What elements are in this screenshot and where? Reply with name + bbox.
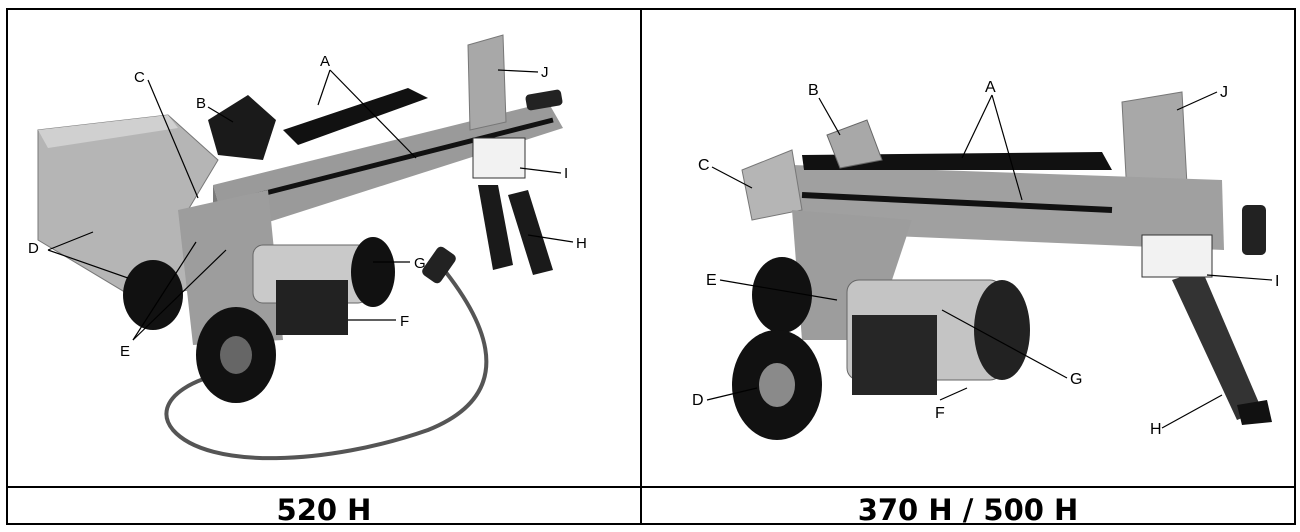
label-i: I xyxy=(1275,273,1279,290)
guard-shield xyxy=(741,149,803,221)
label-j: J xyxy=(541,64,549,81)
wheel-back xyxy=(752,257,812,333)
callout-lines xyxy=(47,69,574,341)
column-divider xyxy=(640,10,642,523)
label-b: B xyxy=(196,95,206,112)
beam xyxy=(213,102,563,235)
handle xyxy=(1242,205,1266,255)
label-f: F xyxy=(400,313,409,330)
pusher-plate xyxy=(826,119,883,169)
power-cord xyxy=(164,258,489,461)
label-i: I xyxy=(564,165,568,182)
figure-table: A B C D E F G H I J xyxy=(6,8,1296,527)
splitting-wedge xyxy=(467,34,507,131)
wheel-back xyxy=(123,260,183,330)
label-h: H xyxy=(1150,421,1162,438)
label-d: D xyxy=(28,240,39,257)
caption-520h: 520 H xyxy=(276,493,372,527)
power-plug xyxy=(422,246,456,284)
label-f: F xyxy=(935,405,945,422)
label-a: A xyxy=(320,53,330,70)
rail xyxy=(283,88,428,145)
callout-labels: A B C D E F G H I J xyxy=(28,53,587,360)
label-b: B xyxy=(808,82,819,99)
stand-leg xyxy=(478,185,513,270)
label-j: J xyxy=(1220,84,1228,101)
frame-body xyxy=(178,190,283,345)
row-divider xyxy=(8,486,1294,488)
log-splitter-520h-illustration: A B C D E F G H I J xyxy=(28,34,587,461)
log-splitter-370h-500h-illustration: A B C D E F G H I J xyxy=(692,79,1279,440)
switch-box xyxy=(276,280,348,335)
label-h: H xyxy=(576,235,587,252)
handle xyxy=(525,89,563,111)
label-c: C xyxy=(134,69,145,86)
stand-leg xyxy=(1172,270,1262,420)
warning-label xyxy=(472,137,526,179)
label-e: E xyxy=(706,272,717,289)
stand-leg-2 xyxy=(508,190,553,275)
label-e: E xyxy=(120,343,130,360)
label-g: G xyxy=(414,255,426,272)
pusher-plate xyxy=(208,95,276,160)
callout-lines xyxy=(706,91,1273,429)
label-c: C xyxy=(698,157,710,174)
panel-370h-500h: A B C D E F G H I J xyxy=(642,10,1294,486)
label-d: D xyxy=(692,392,704,409)
label-g: G xyxy=(1070,371,1082,388)
panel-520h: A B C D E F G H I J xyxy=(8,10,640,486)
warning-label xyxy=(1141,234,1213,278)
callout-labels: A B C D E F G H I J xyxy=(692,79,1279,438)
caption-370h-500h: 370 H / 500 H xyxy=(857,493,1079,527)
label-a: A xyxy=(985,79,996,96)
switch-box xyxy=(852,315,937,395)
